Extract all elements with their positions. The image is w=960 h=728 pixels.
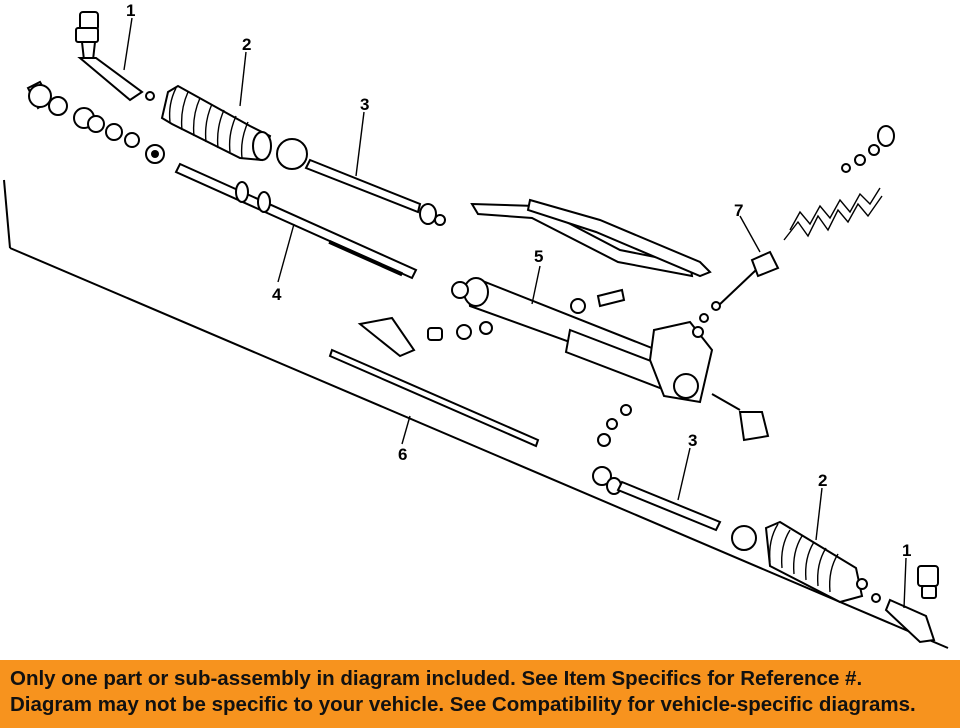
rack-housing <box>357 277 770 447</box>
callout-3-bottom: 3 <box>688 431 697 450</box>
disclaimer-banner: Only one part or sub-assembly in diagram… <box>0 660 960 728</box>
outer-tie-rod-end-bottom <box>884 565 939 644</box>
valve-pinion-assembly <box>692 125 895 338</box>
bellows-boot-bottom <box>731 520 881 604</box>
washers-and-rings-top <box>26 80 308 170</box>
inner-tie-rod-bottom <box>592 466 722 532</box>
callout-4: 4 <box>272 285 282 304</box>
transfer-tube <box>328 348 540 448</box>
disclaimer-line-2: Diagram may not be specific to your vehi… <box>10 693 916 716</box>
pressure-lines <box>470 198 712 278</box>
callout-1-bottom: 1 <box>902 541 911 560</box>
steering-gear-exploded-diagram: 1 2 3 4 5 6 7 3 2 1 <box>3 1 949 649</box>
diagram-frame <box>3 179 949 649</box>
callout-5: 5 <box>534 247 543 266</box>
outer-tie-rod-end-top <box>75 11 155 102</box>
inner-tie-rod-top <box>304 158 446 226</box>
callout-3-top: 3 <box>360 95 369 114</box>
disclaimer-line-1: Only one part or sub-assembly in diagram… <box>10 667 863 690</box>
callout-2-bottom: 2 <box>818 471 827 490</box>
callout-1-top: 1 <box>126 1 135 20</box>
callout-7: 7 <box>734 201 743 220</box>
callout-labels: 1 2 3 4 5 6 7 3 2 1 <box>126 1 911 560</box>
steering-rack <box>174 162 418 280</box>
leader-lines <box>123 17 907 609</box>
callout-6: 6 <box>398 445 407 464</box>
bellows-boot-top <box>160 84 272 162</box>
callout-2-top: 2 <box>242 35 251 54</box>
